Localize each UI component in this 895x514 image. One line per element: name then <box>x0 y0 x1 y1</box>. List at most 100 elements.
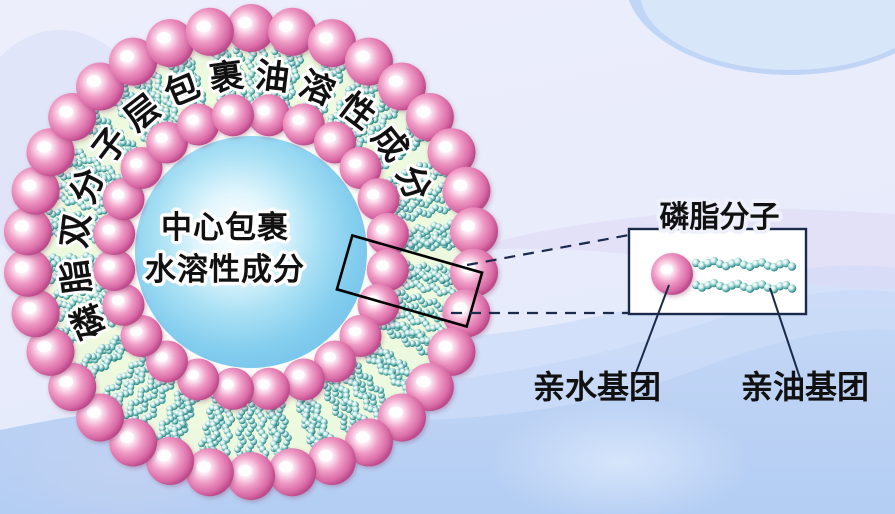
head-highlight <box>221 379 234 390</box>
lipid-head-outer <box>442 289 491 338</box>
head-sphere <box>146 436 195 485</box>
lipophilic-callout-leader <box>769 287 801 379</box>
tail-bead <box>100 165 108 173</box>
head-sphere <box>93 249 136 291</box>
lipid-head-inner <box>177 358 220 401</box>
tail-bead <box>403 369 411 377</box>
head-highlight <box>111 295 125 306</box>
head-highlight <box>186 114 199 125</box>
lipid-head-outer <box>48 93 97 141</box>
head-sphere <box>93 213 136 255</box>
lipid-head-inner <box>314 121 356 164</box>
head-sphere <box>450 248 498 297</box>
lipid-head-outer <box>11 289 60 338</box>
head-sphere <box>177 358 220 401</box>
background-blob-top-inner <box>640 0 895 70</box>
lipid-head-outer <box>405 93 454 141</box>
head-sphere <box>146 121 188 164</box>
tail-bead <box>405 143 413 151</box>
tail-bead <box>352 406 360 414</box>
lipid-heads <box>4 4 498 500</box>
lipid-head-outer <box>4 207 52 256</box>
lipid-head-outer <box>377 393 426 442</box>
legend-tail-row <box>691 278 797 294</box>
head-highlight <box>111 189 125 200</box>
lipid-head-outer <box>405 363 454 411</box>
head-highlight <box>102 224 115 235</box>
head-highlight <box>22 302 37 314</box>
head-highlight <box>86 406 102 419</box>
core-label-line: 水溶性成分 <box>145 252 305 288</box>
head-highlight <box>237 464 252 477</box>
lipid-tail-inner <box>342 83 396 139</box>
head-sphere <box>4 248 52 297</box>
background-blob-bottom <box>490 400 750 514</box>
head-highlight <box>237 16 252 29</box>
head-highlight <box>14 261 29 274</box>
lipid-head-outer <box>442 166 491 215</box>
head-highlight <box>196 461 211 473</box>
tail-bead <box>336 104 343 112</box>
tail-bead <box>395 379 403 387</box>
tail-bead <box>103 343 111 351</box>
tail-bead <box>352 385 360 393</box>
head-highlight <box>376 260 389 271</box>
head-highlight <box>416 375 431 388</box>
head-highlight <box>58 375 74 388</box>
head-highlight <box>22 179 37 192</box>
head-highlight <box>278 20 294 33</box>
tail-bead <box>86 157 94 164</box>
head-highlight <box>348 158 362 169</box>
head-sphere <box>76 393 125 442</box>
lipid-head-outer <box>146 19 195 68</box>
head-sphere <box>405 363 454 411</box>
head-highlight <box>355 50 370 63</box>
head-highlight <box>460 220 475 232</box>
head-sphere <box>307 436 356 485</box>
head-highlight <box>155 132 168 143</box>
lipid-head-inner <box>314 340 356 383</box>
lipid-head-outer <box>427 327 476 376</box>
tail-bead <box>135 111 143 118</box>
lipid-head-inner <box>366 213 409 255</box>
lipid-tail-inner <box>295 392 334 456</box>
tail-bead <box>142 90 150 98</box>
head-highlight <box>453 302 468 314</box>
lipid-head-outer <box>76 62 125 111</box>
head-sphere <box>146 340 188 383</box>
head-sphere <box>248 94 290 137</box>
core-label-line-outline: 水溶性成分 <box>145 252 305 288</box>
lipid-head-inner <box>248 94 290 137</box>
head-sphere <box>307 19 356 68</box>
head-sphere <box>177 103 220 146</box>
head-highlight <box>14 220 29 232</box>
tail-bead <box>359 386 367 393</box>
lipid-head-outer <box>26 327 75 376</box>
head-sphere <box>76 62 125 111</box>
tail-bead <box>355 141 363 149</box>
lipid-head-outer <box>377 62 426 111</box>
head-highlight <box>37 141 52 153</box>
head-highlight <box>323 351 336 362</box>
arc-label-char-outline: 油 <box>253 55 292 99</box>
legend-head-sphere <box>651 253 693 295</box>
tail-bead <box>159 392 166 400</box>
tail-bead <box>97 364 105 371</box>
lipid-head-outer <box>48 363 97 411</box>
tail-bead <box>353 96 361 104</box>
legend-molecule <box>651 253 797 295</box>
head-sphere <box>427 327 476 376</box>
tail-bead <box>368 92 376 100</box>
aqueous-core <box>135 136 367 368</box>
tail-bead <box>323 389 331 397</box>
highlight-box-rect[interactable] <box>335 233 484 329</box>
head-highlight <box>156 32 171 44</box>
head-highlight <box>156 449 171 462</box>
head-highlight <box>257 105 270 116</box>
tail-bead <box>363 398 370 406</box>
lipid-head-inner <box>120 315 163 357</box>
tail-bead <box>357 105 365 113</box>
lipid-head-outer <box>109 37 158 86</box>
lipid-head-outer <box>427 128 476 177</box>
